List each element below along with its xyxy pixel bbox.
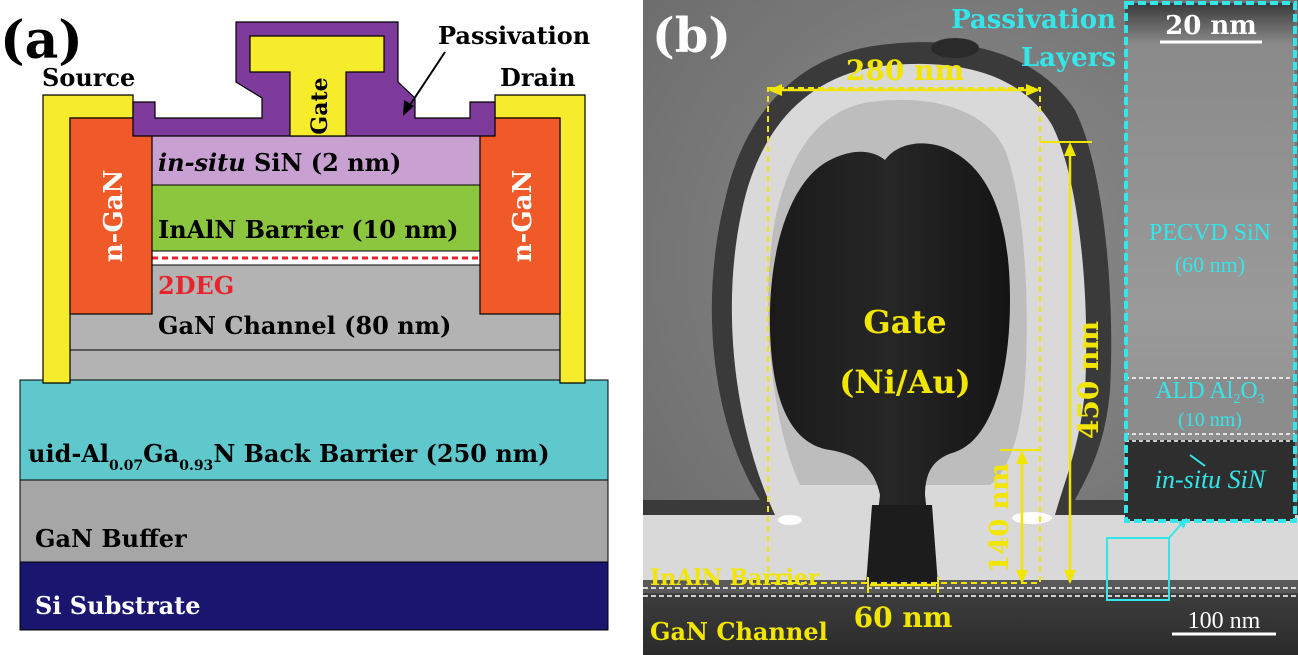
gan-channel-region (643, 593, 1298, 655)
passivation-layers-label-2: Layers (1021, 43, 1116, 73)
insitu-sin-layer (151, 135, 481, 186)
panel-b: (b) Passivation Layers 20 nm PECVD SiN (… (643, 0, 1298, 655)
zoom-pointer-head (1178, 518, 1187, 529)
dim-280-label: 280 nm (846, 54, 964, 87)
inset-scale-label: 20 nm (1165, 11, 1257, 41)
ald-prefix: ALD Al (1155, 378, 1233, 404)
tem-scale-label: 100 nm (1188, 608, 1261, 634)
source-label: Source (42, 63, 135, 92)
dim-140-arrow-bottom (1016, 570, 1028, 584)
dim-450-label: 450 nm (1072, 321, 1105, 439)
panel-b-label: (b) (652, 8, 731, 64)
n-gan-right (479, 117, 561, 315)
inset-insitu-dark (1125, 440, 1295, 521)
ald-mid: O (1240, 378, 1257, 404)
inset-ald-band (1125, 378, 1295, 434)
ald-label: ALD Al2O3 (1155, 378, 1264, 407)
gan-buffer-layer (19, 479, 609, 563)
bb-part2: Ga (143, 439, 179, 468)
gan-channel-tem-label: GaN Channel (650, 617, 828, 646)
2deg-label: 2DEG (158, 271, 234, 300)
pecvd-label-1: PECVD SiN (1149, 220, 1271, 246)
insitu-sin-inset-label: in-situ SiN (1155, 465, 1267, 494)
gan-channel-label: GaN Channel (80 nm) (158, 311, 451, 340)
panel-a-label: (a) (0, 10, 83, 71)
top-particle (931, 38, 979, 58)
insitu-rest: SiN (2 nm) (246, 148, 402, 177)
insitu-sin-label: in-situ SiN (2 nm) (158, 148, 401, 177)
gate-foot (866, 505, 938, 585)
dim-450-arrow-top (1064, 142, 1076, 156)
inset-frame (1124, 1, 1297, 523)
si-substrate-label: Si Substrate (35, 591, 201, 620)
bb-sub2: 0.93 (179, 458, 213, 474)
gan-buffer-label: GaN Buffer (35, 524, 187, 553)
passivation-arrow (407, 51, 446, 109)
dim-280-arrow-left (768, 84, 782, 96)
gate-tem-label-1: Gate (863, 303, 946, 341)
insitu-italic: in-situ (158, 148, 246, 177)
n-gan-right-label: n-GaN (508, 170, 538, 263)
gate-label: Gate (307, 77, 333, 134)
bb-part3: N Back Barrier (250 nm) (213, 439, 549, 468)
inaln-barrier-layer (151, 184, 481, 252)
inaln-barrier-label: InAlN Barrier (10 nm) (158, 215, 459, 244)
gate-outline-box (767, 87, 1041, 584)
n-gan-left-label: n-GaN (99, 170, 129, 263)
gate-metal (769, 143, 1010, 585)
passivation-layers-label-1: Passivation (951, 5, 1116, 35)
ald-sub-2: 3 (1258, 392, 1265, 407)
zoom-source-box (1106, 537, 1170, 601)
dim-140-arrow-top (1016, 450, 1028, 464)
bb-sub1: 0.07 (109, 458, 143, 474)
dim-280-arrow-right (1026, 84, 1040, 96)
passivation-arrowhead (403, 100, 414, 116)
ald-thickness-label: (10 nm) (1178, 409, 1242, 431)
gate-tem-label-2: (Ni/Au) (839, 363, 970, 401)
insitu-pointer (1189, 454, 1206, 467)
void-right (1012, 512, 1052, 524)
panel-a: (a) Source Drain Passivation Gate n-GaN … (0, 10, 609, 631)
dim-450-arrow-bottom (1064, 570, 1076, 584)
bb-part1: uid-Al (28, 439, 109, 468)
gate-electrode (249, 35, 385, 137)
drain-label: Drain (500, 63, 576, 92)
back-barrier-label: uid-Al0.07Ga0.93N Back Barrier (250 nm) (28, 439, 550, 474)
inaln-tem-label: InAlN Barrier (650, 565, 820, 591)
void-left (778, 515, 802, 525)
si-substrate-layer (19, 561, 609, 631)
pecvd-label-2: (60 nm) (1175, 252, 1245, 277)
dim-60-label: 60 nm (854, 601, 953, 634)
n-gan-left (69, 117, 153, 315)
dim-140-label: 140 nm (985, 463, 1015, 573)
ald-sub-1: 2 (1233, 392, 1240, 407)
passivation-label: Passivation (438, 21, 590, 50)
channel-mesa-lower (69, 349, 561, 381)
